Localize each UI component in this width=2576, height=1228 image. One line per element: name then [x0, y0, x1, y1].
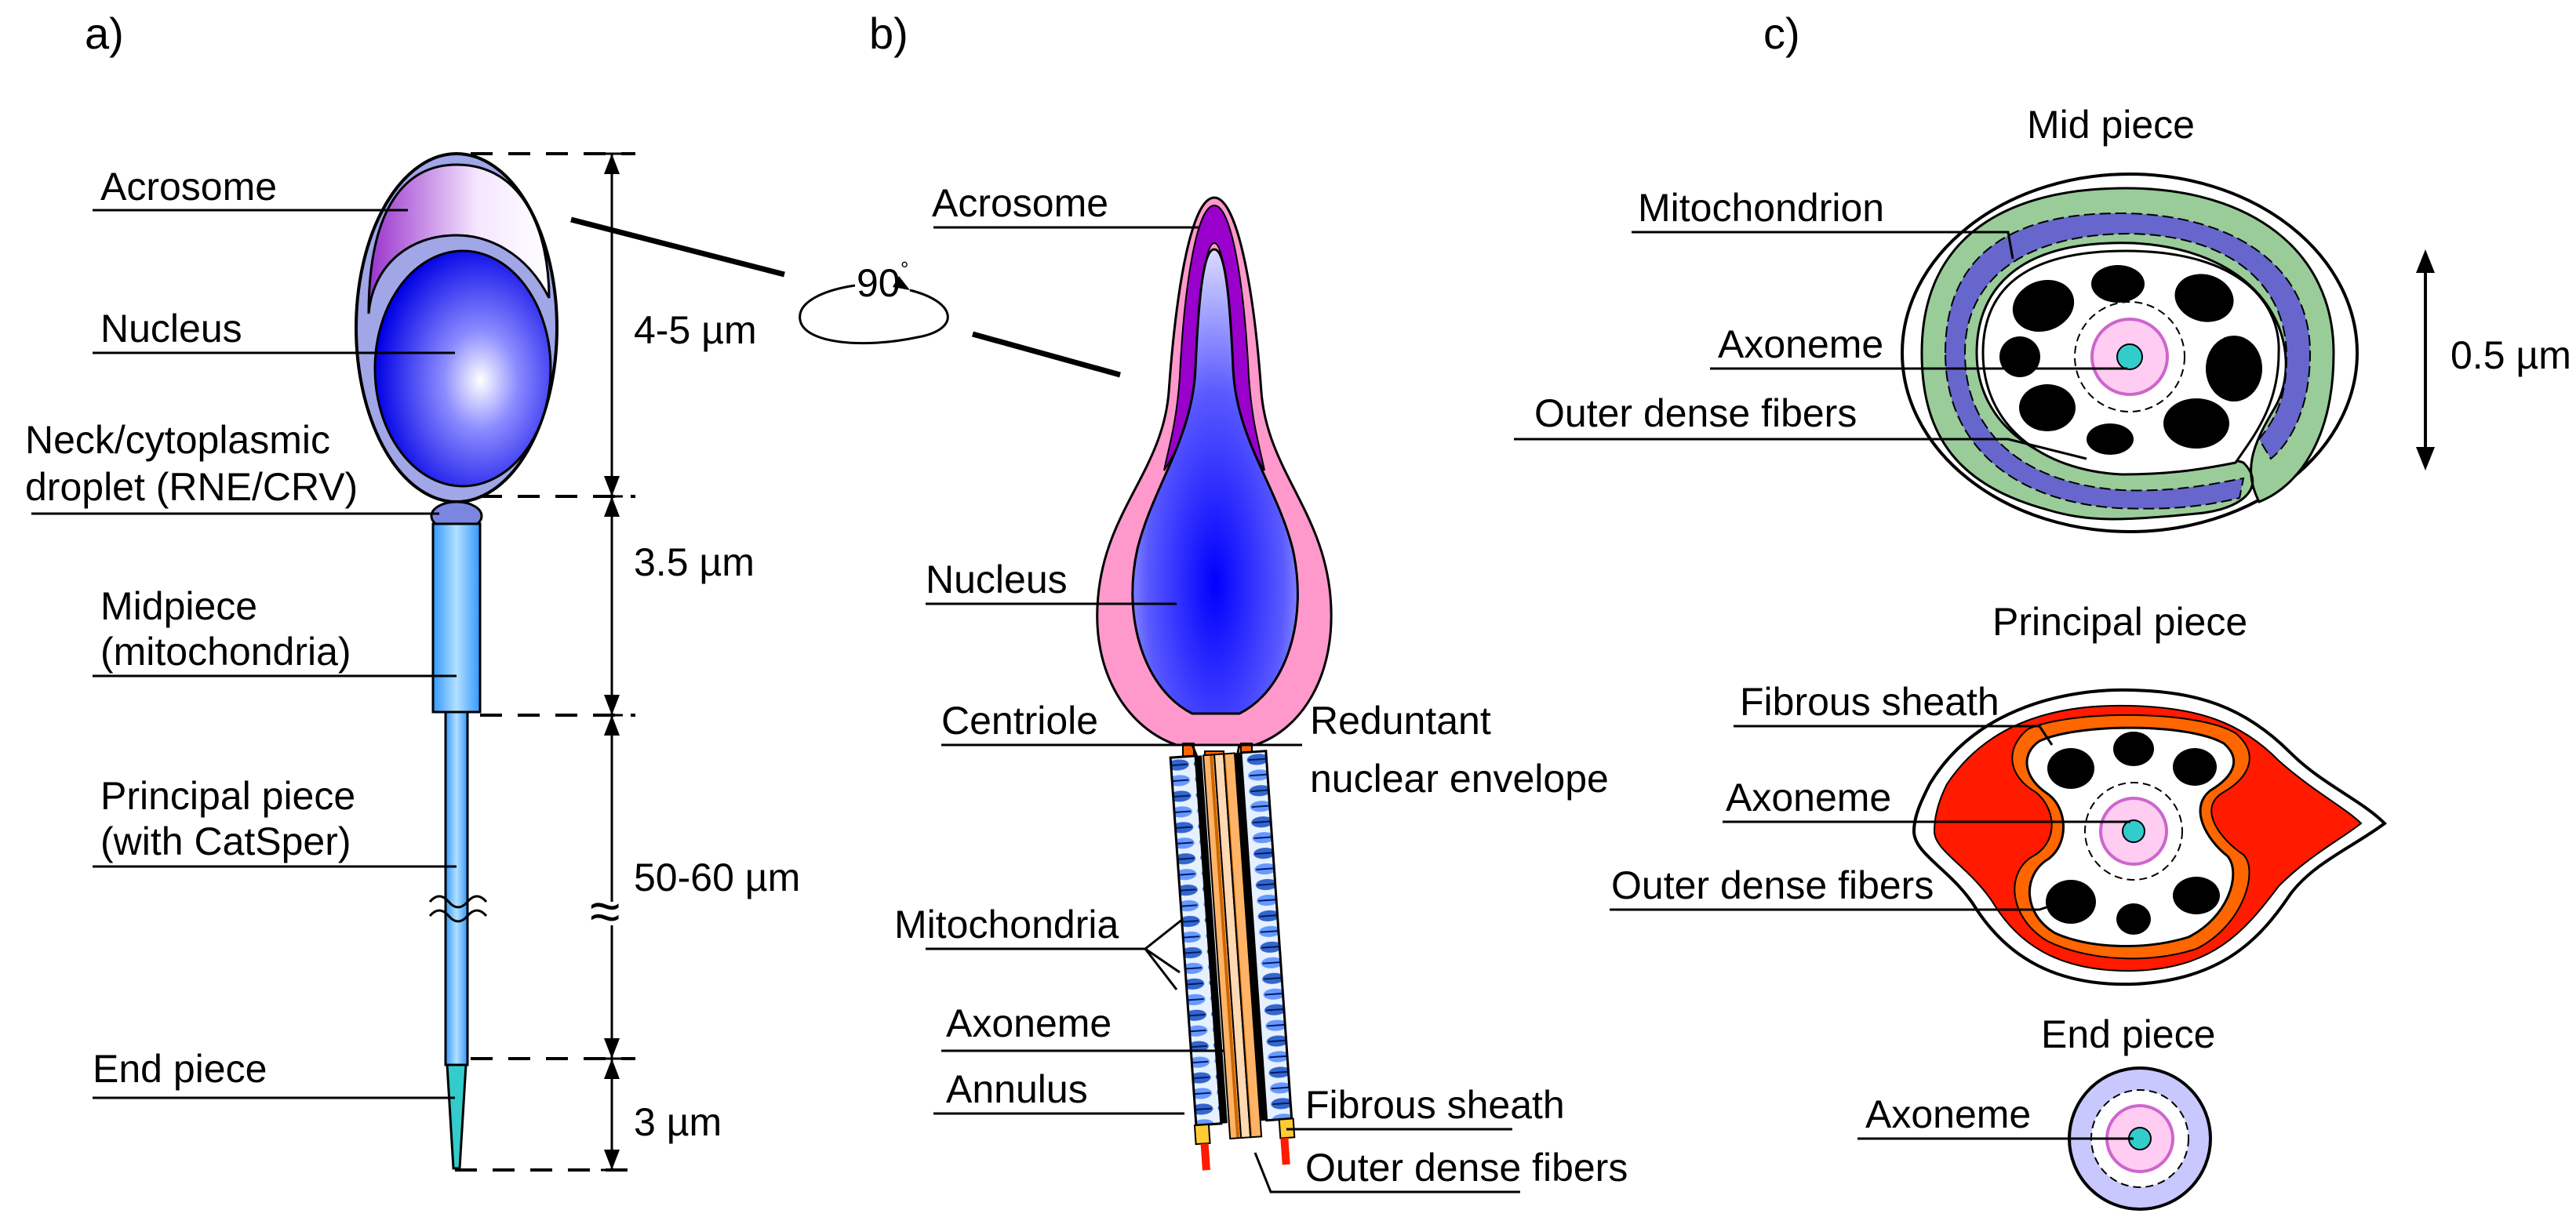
- panel-a-label: a): [85, 9, 124, 58]
- label-mitochondrion-c: Mitochondrion: [1638, 186, 1884, 230]
- label-neck-line1: Neck/cytoplasmic: [25, 418, 330, 462]
- fibrous-sheath-b: [1200, 1143, 1210, 1171]
- panel-c-label: c): [1763, 9, 1800, 58]
- dim-break-symbol: ≈: [590, 881, 620, 942]
- annulus-b: [1193, 1123, 1211, 1146]
- label-fibrous-sheath-b: Fibrous sheath: [1305, 1083, 1565, 1127]
- label-axoneme-end-c: Axoneme: [1865, 1092, 2031, 1136]
- cross-section-principal-piece: Principal piece Fibrous sheath Axoneme O…: [1610, 600, 2388, 986]
- label-axoneme-b: Axoneme: [946, 1001, 1112, 1045]
- nucleus-a: [373, 249, 552, 488]
- label-midpiece-line2: (mitochondria): [100, 630, 351, 674]
- panel-b-longitudinal-section: Acrosome Nucleus Centriole Reduntant nuc…: [894, 181, 1628, 1193]
- label-neck-line2: droplet (RNE/CRV): [25, 465, 358, 509]
- mid-mito-blue-band: [1944, 212, 2312, 510]
- label-centriole-b: Centriole: [941, 699, 1098, 743]
- title-mid-piece: Mid piece: [2027, 103, 2195, 147]
- label-acrosome-a: Acrosome: [100, 165, 277, 209]
- label-axoneme-mid-c: Axoneme: [1718, 322, 1883, 366]
- rotation-indicator: 90 °: [570, 216, 1121, 378]
- cross-section-end-piece: End piece Axoneme: [1857, 1012, 2215, 1211]
- panel-a-whole-sperm: Acrosome Nucleus Neck/cytoplasmic drople…: [25, 152, 800, 1172]
- label-fibrous-sheath-c: Fibrous sheath: [1740, 680, 1999, 724]
- label-axoneme-principal-c: Axoneme: [1726, 776, 1891, 819]
- panel-b-label: b): [869, 9, 908, 58]
- mid-outer-dense-fibers: [1999, 265, 2262, 455]
- midpiece-a: [431, 522, 482, 714]
- label-outer-dense-fibers-b: Outer dense fibers: [1305, 1146, 1628, 1190]
- label-principal-line1: Principal piece: [100, 774, 355, 818]
- principal-outer-dense-fibers: [2046, 732, 2220, 935]
- dim-principal-label: 50-60 µm: [634, 856, 800, 899]
- rotation-arrow: [799, 284, 949, 345]
- label-midpiece-line1: Midpiece: [100, 584, 257, 628]
- dim-head-label: 4-5 µm: [634, 308, 757, 352]
- dim-end-label: 3 µm: [634, 1100, 722, 1144]
- mid-axoneme: [2074, 301, 2185, 412]
- label-acrosome-b: Acrosome: [932, 181, 1108, 225]
- label-odf-principal-c: Outer dense fibers: [1611, 863, 1934, 907]
- scale-label: 0.5 µm: [2450, 333, 2571, 377]
- rotation-degree: °: [901, 257, 908, 281]
- label-rne-line1: Reduntant: [1310, 699, 1491, 743]
- cross-section-mid-piece: Mid piece Mitochondrion Axoneme Outer de…: [1514, 103, 2571, 533]
- principal-piece-a: [444, 710, 469, 1066]
- mid-mitochondrion-ring: [1920, 187, 2335, 521]
- label-nucleus-a: Nucleus: [100, 307, 242, 351]
- acrosome-a: [367, 163, 551, 314]
- acrosome-b: [1163, 204, 1265, 471]
- nucleus-b: [1131, 248, 1299, 715]
- end-piece-a: [446, 1063, 468, 1170]
- title-principal-piece: Principal piece: [1992, 600, 2247, 644]
- label-odf-mid-c: Outer dense fibers: [1534, 391, 1857, 435]
- label-nucleus-b: Nucleus: [926, 558, 1068, 601]
- label-principal-line2: (with CatSper): [100, 819, 351, 863]
- principal-axoneme: [2084, 782, 2183, 881]
- tail-break-mark: [428, 895, 488, 923]
- dim-midpiece-label: 3.5 µm: [634, 540, 755, 584]
- label-rne-line2: nuclear envelope: [1310, 757, 1609, 801]
- label-mitochondria-b: Mitochondria: [894, 903, 1119, 946]
- title-end-piece: End piece: [2041, 1012, 2215, 1056]
- label-end-piece-a: End piece: [93, 1047, 267, 1091]
- end-axoneme: [2090, 1089, 2189, 1188]
- label-annulus-b: Annulus: [946, 1067, 1088, 1111]
- rotation-label: 90: [857, 261, 901, 305]
